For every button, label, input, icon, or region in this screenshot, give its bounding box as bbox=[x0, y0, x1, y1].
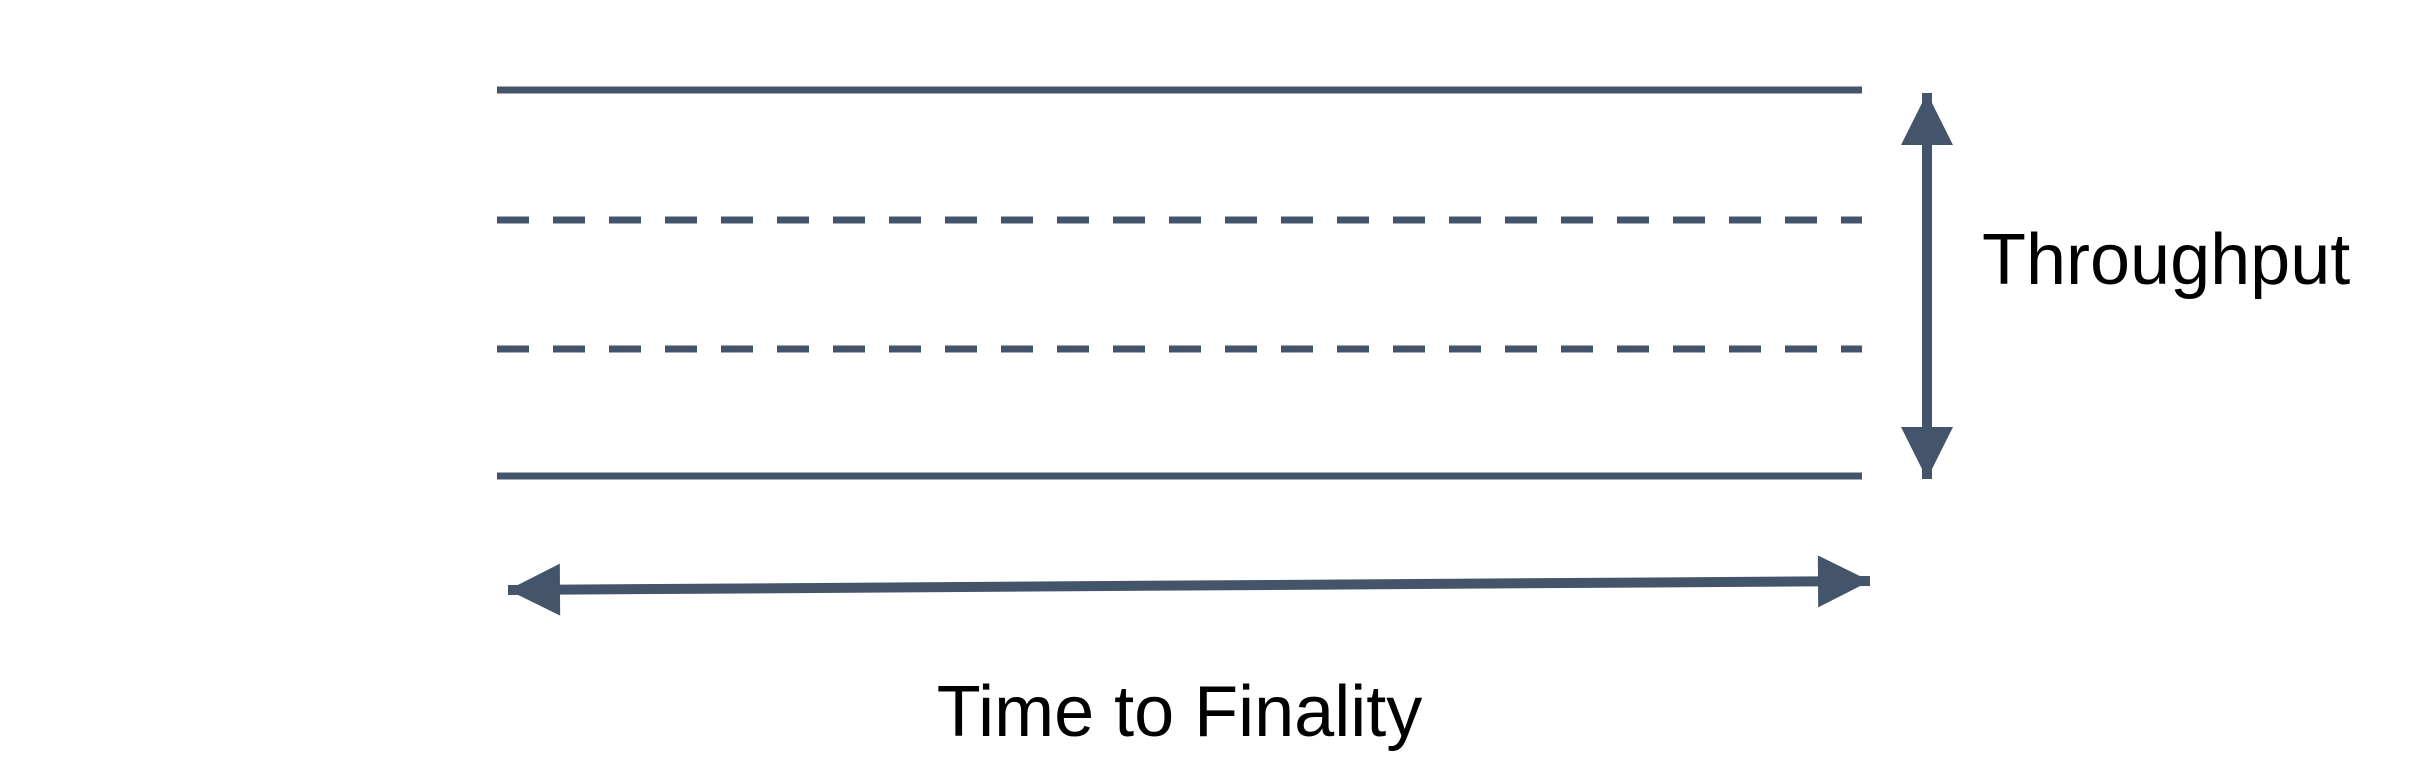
double-headed-horizontal-arrow-icon bbox=[507, 555, 1871, 616]
throughput-label: Throughput bbox=[1982, 220, 2351, 300]
throughput-band bbox=[497, 86, 1862, 480]
time-to-finality-label: Time to Finality bbox=[936, 672, 1423, 752]
